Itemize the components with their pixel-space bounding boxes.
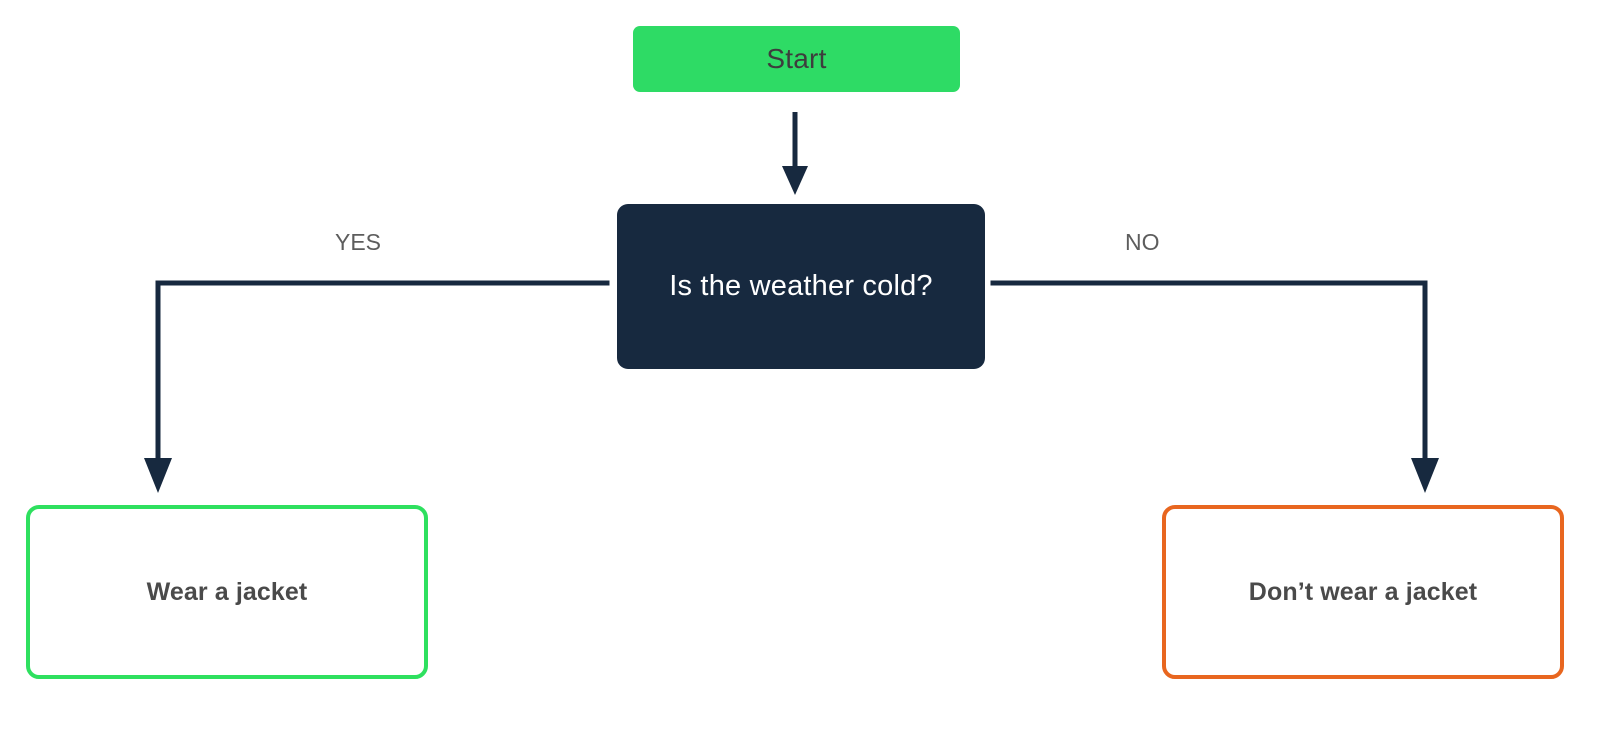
node-decision-label: Is the weather cold? (669, 270, 933, 302)
edge-start-to-decision (782, 112, 808, 195)
edge-no-branch (990, 280, 1439, 493)
node-decision[interactable]: Is the weather cold? (617, 204, 985, 369)
node-no-outcome[interactable]: Don’t wear a jacket (1162, 505, 1564, 679)
node-no-outcome-label: Don’t wear a jacket (1248, 577, 1478, 606)
node-start[interactable]: Start (633, 26, 960, 92)
node-yes-outcome[interactable]: Wear a jacket (26, 505, 428, 679)
edge-label-yes: YES (335, 229, 382, 255)
node-yes-outcome-label: Wear a jacket (146, 577, 308, 606)
edge-yes-branch (144, 280, 610, 493)
edge-label-no: NO (1125, 229, 1160, 255)
node-start-label: Start (766, 43, 827, 74)
